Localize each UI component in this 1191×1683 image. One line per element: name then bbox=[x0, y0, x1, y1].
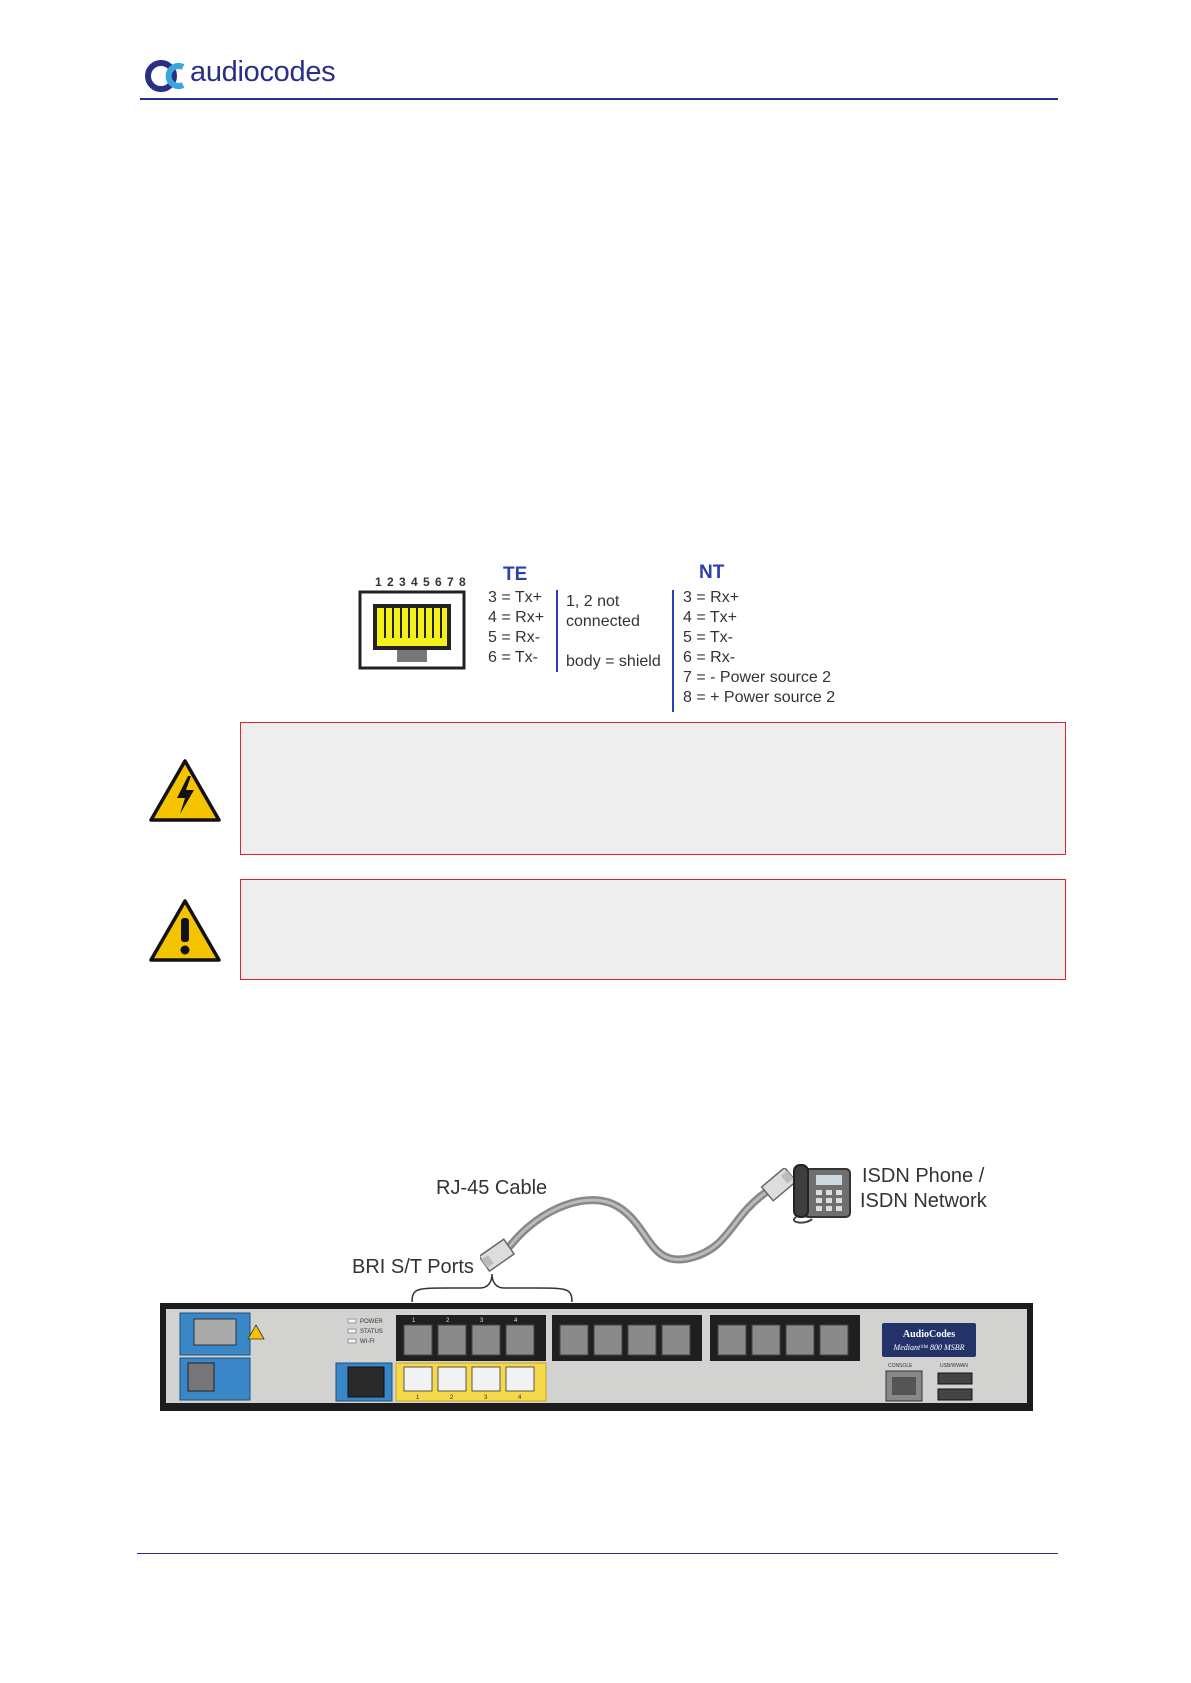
audiocodes-logo bbox=[145, 60, 185, 92]
te-divider bbox=[556, 590, 558, 672]
svg-text:1: 1 bbox=[412, 1318, 416, 1324]
svg-text:2: 2 bbox=[446, 1318, 450, 1324]
pin-numbers: 1 2 3 4 5 6 7 8 bbox=[375, 575, 467, 589]
isdn-network-label: ISDN Network bbox=[860, 1190, 987, 1212]
bri-port-group bbox=[403, 1324, 535, 1356]
nt-divider bbox=[672, 590, 674, 712]
svg-text:4: 4 bbox=[518, 1395, 522, 1401]
nt-pin: 6 = Rx- bbox=[683, 649, 736, 666]
svg-text:3: 3 bbox=[484, 1395, 488, 1401]
device-brand: AudioCodes bbox=[903, 1329, 955, 1340]
nt-pin: 5 = Tx- bbox=[683, 629, 733, 646]
brand-name: audiocodes bbox=[190, 56, 336, 88]
fxo-port-group bbox=[717, 1324, 849, 1356]
te-pin: 4 = Rx+ bbox=[488, 609, 545, 626]
isdn-phone-icon bbox=[793, 1164, 851, 1224]
nt-pin-list: 3 = Rx+ 4 = Tx+ 5 = Tx- 6 = Rx- 7 = - Po… bbox=[683, 588, 835, 708]
rj45-cable-icon bbox=[480, 1168, 798, 1273]
shared-pin-notes: 1, 2 not connected body = shield bbox=[566, 592, 661, 672]
footer-rule bbox=[137, 1553, 1058, 1554]
logo-mark-arc bbox=[165, 63, 185, 89]
electric-shock-warning-icon bbox=[149, 759, 221, 822]
bri-ports-brace bbox=[411, 1273, 573, 1303]
nt-pin: 7 = - Power source 2 bbox=[683, 669, 832, 686]
isdn-phone-label: ISDN Phone / bbox=[862, 1165, 985, 1187]
svg-text:2: 2 bbox=[450, 1395, 454, 1401]
electrical-warning-note bbox=[240, 722, 1066, 855]
nt-pin: 8 = + Power source 2 bbox=[683, 689, 836, 706]
nt-pin: 3 = Rx+ bbox=[683, 589, 740, 606]
svg-text:4: 4 bbox=[514, 1318, 518, 1324]
lan-port-numbers: 1 2 3 4 bbox=[416, 1395, 522, 1401]
svg-text:3: 3 bbox=[480, 1318, 484, 1324]
console-label: CONSOLE bbox=[888, 1363, 913, 1369]
shared-note: 1, 2 not bbox=[566, 593, 620, 610]
nt-heading: NT bbox=[699, 562, 725, 583]
svg-text:1: 1 bbox=[416, 1395, 420, 1401]
led-label: WI-FI bbox=[360, 1339, 375, 1345]
led-label: POWER bbox=[360, 1319, 383, 1325]
caution-note bbox=[240, 879, 1066, 980]
bri-ports-label: BRI S/T Ports bbox=[352, 1256, 474, 1278]
te-pin: 6 = Tx- bbox=[488, 649, 538, 666]
header-rule bbox=[140, 98, 1058, 100]
logo-mark-ring bbox=[145, 60, 177, 92]
bri-pinout-diagram: 1 2 3 4 5 6 7 8 TE 3 = Tx+ 4 = Rx+ 5 = R… bbox=[355, 560, 855, 720]
rj45-cable-label: RJ-45 Cable bbox=[436, 1177, 548, 1199]
shared-note: connected bbox=[566, 613, 640, 630]
te-pin-list: 3 = Tx+ 4 = Rx+ 5 = Rx- 6 = Tx- bbox=[488, 588, 544, 668]
caution-warning-icon bbox=[149, 899, 221, 962]
device-model: Mediant™ 800 MSBR bbox=[893, 1343, 965, 1352]
shared-note: body = shield bbox=[566, 653, 661, 670]
mediant-800-front-panel: POWER STATUS WI-FI 1 2 3 4 1 2 3 4 bbox=[160, 1303, 1033, 1411]
status-leds: POWER STATUS WI-FI bbox=[347, 1318, 383, 1345]
rj45-jack-icon bbox=[358, 590, 466, 670]
bri-port-numbers: 1 2 3 4 bbox=[412, 1318, 518, 1324]
te-heading: TE bbox=[503, 564, 528, 585]
nt-pin: 4 = Tx+ bbox=[683, 609, 737, 626]
shared-note bbox=[566, 632, 661, 652]
fxs-port-group bbox=[559, 1324, 691, 1356]
te-pin: 3 = Tx+ bbox=[488, 589, 542, 606]
lan-port-group bbox=[403, 1366, 535, 1392]
usb-label: USB/WWAN bbox=[940, 1363, 968, 1369]
te-pin: 5 = Rx- bbox=[488, 629, 541, 646]
led-label: STATUS bbox=[360, 1329, 383, 1335]
